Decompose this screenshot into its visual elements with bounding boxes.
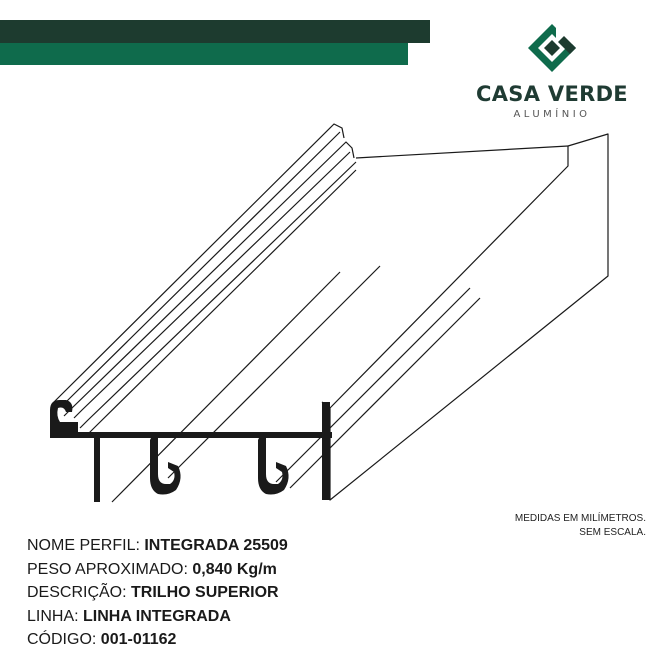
brand-logo: CASA VERDE ALUMÍNIO (468, 22, 636, 132)
spec-value: 001-01162 (100, 631, 177, 648)
note-line-1: MEDIDAS EM MILÍMETROS. (514, 513, 646, 524)
spec-row-peso: PESO APROXIMADO: 0,840 Kg/m (27, 558, 288, 582)
profile-specs: NOME PERFIL: INTEGRADA 25509 PESO APROXI… (27, 534, 288, 652)
spec-value: INTEGRADA 25509 (144, 537, 288, 554)
profile-drawing (50, 123, 609, 503)
spec-value: 0,840 Kg/m (192, 560, 277, 578)
spec-row-codigo: CÓDIGO: 001-01162 (27, 628, 288, 652)
header-bar-green (0, 43, 408, 65)
spec-label: DESCRIÇÃO: (27, 584, 127, 601)
spec-label: LINHA: (27, 607, 79, 625)
spec-label: CÓDIGO: (27, 631, 97, 648)
spec-row-nome: NOME PERFIL: INTEGRADA 25509 (27, 534, 288, 558)
spec-label: NOME PERFIL: (27, 537, 140, 554)
spec-value: LINHA INTEGRADA (83, 607, 231, 625)
brand-name: CASA VERDE (476, 82, 628, 106)
casa-verde-logo-icon (528, 24, 578, 72)
measurement-note: MEDIDAS EM MILÍMETROS. SEM ESCALA. (515, 512, 646, 540)
spec-row-descricao: DESCRIÇÃO: TRILHO SUPERIOR (27, 581, 288, 605)
note-line-2: SEM ESCALA. (579, 527, 646, 538)
spec-label: PESO APROXIMADO: (27, 560, 188, 578)
brand-subtitle: ALUMÍNIO (513, 109, 591, 120)
spec-value: TRILHO SUPERIOR (131, 584, 279, 601)
header-bar-dark (0, 20, 430, 43)
spec-row-linha: LINHA: LINHA INTEGRADA (27, 605, 288, 629)
